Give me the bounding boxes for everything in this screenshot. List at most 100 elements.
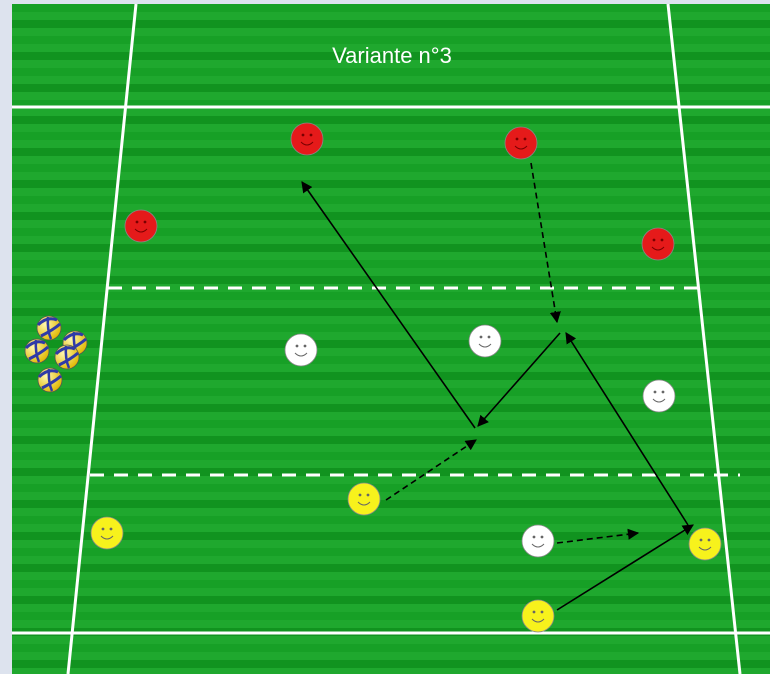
pitch-stripe [12,148,770,156]
pitch-lines [12,3,770,674]
red-player [504,126,538,160]
movement-arrows [301,162,694,611]
run-arrow [477,332,561,427]
eye [295,344,299,348]
pitch-stripe [12,324,770,332]
eye [652,238,656,242]
eye [661,390,665,394]
red-player-body [641,227,675,261]
pitch-stripe [12,20,770,28]
ball [54,344,80,370]
eye [515,137,519,141]
pitch-stripes [12,4,770,668]
pitch-stripe [12,436,770,444]
eye [540,535,544,539]
yellow-player [688,527,722,561]
mouth [134,228,148,233]
pitch-stripe [12,548,770,556]
eye [479,335,483,339]
eye [532,610,536,614]
pitch-stripe [12,292,770,300]
mouth [478,343,492,348]
pitch-stripe [12,420,770,428]
pitch-stripe [12,644,770,652]
pitch-stripe [12,260,770,268]
diagram-title: Variante n°3 [332,43,452,68]
eye [653,390,657,394]
eye [660,238,664,242]
ball-stripe [34,339,41,363]
pitch-stripe [12,452,770,460]
ball-stripe [46,316,53,340]
eye [143,220,147,224]
mouth [651,246,665,251]
eye [707,538,711,542]
pass-arrow-dashed [385,439,477,501]
pitch-stripe [12,564,770,572]
yellow-player-body [347,482,381,516]
right-sideline [666,3,742,674]
run-arrow [556,524,694,611]
pitch-stripe [12,532,770,540]
ball-stripe [64,345,71,369]
players [90,122,722,633]
red-player-body [124,209,158,243]
ball-stripe [28,345,49,361]
pitch-stripe [12,52,770,60]
ball [24,338,50,364]
pitch-stripe [12,372,770,380]
eye [487,335,491,339]
white-player-body [468,324,502,358]
pitch-stripe [12,196,770,204]
mouth [100,535,114,540]
pitch-stripe [12,388,770,396]
pitch-stripe [12,356,770,364]
pitch-stripe [12,116,770,124]
pitch-stripe [12,468,770,476]
white-player [468,324,502,358]
pitch-stripe [12,132,770,140]
pass-arrow-dashed [530,162,561,324]
yellow-player [347,482,381,516]
eye [358,493,362,497]
eye [135,220,139,224]
yellow-player-body [90,516,124,550]
left-sideline [66,3,138,674]
pitch-stripe [12,4,770,12]
mouth [300,141,314,146]
eye [309,133,313,137]
yellow-player [521,599,555,633]
pitch-stripe [12,68,770,76]
pitch-stripe [12,484,770,492]
pitch-stripe [12,580,770,588]
eye [699,538,703,542]
eye [366,493,370,497]
ball-stripe [41,374,62,390]
pitch-stripe [12,180,770,188]
pitch-stripe [12,500,770,508]
run-arrow [301,181,476,429]
pitch-stripe [12,596,770,604]
pitch-stripe [12,404,770,412]
red-player [290,122,324,156]
pitch [12,4,770,674]
mouth [531,543,545,548]
mouth [698,546,712,551]
mouth [514,145,528,150]
yellow-player-body [688,527,722,561]
pitch-background [12,4,770,674]
ball-stripe [40,322,61,338]
pitch-stripe [12,100,770,108]
white-player-body [284,333,318,367]
pitch-stripe [12,612,770,620]
white-player-body [642,379,676,413]
pitch-stripe [12,340,770,348]
pass-arrow-dashed [556,528,640,544]
mouth [357,501,371,506]
ball-stripe [58,351,79,367]
pitch-stripe [12,228,770,236]
pitch-stripe [12,164,770,172]
red-player-body [504,126,538,160]
eye [109,527,113,531]
mouth [652,398,666,403]
